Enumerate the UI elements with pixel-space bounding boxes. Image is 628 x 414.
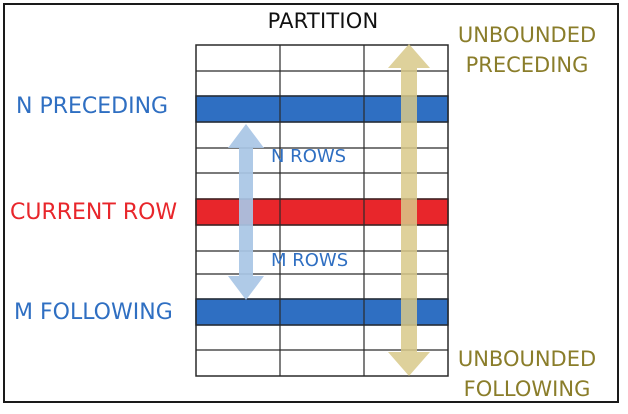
unbounded-preceding-line2: PRECEDING (465, 53, 589, 77)
m-following-label: M FOLLOWING (14, 300, 173, 325)
unbounded-following-label: UNBOUNDED FOLLOWING (448, 344, 606, 404)
grid-border (195, 44, 449, 377)
n-m-rows-arrow (228, 124, 264, 300)
unbounded-arrow (388, 44, 430, 376)
unbounded-preceding-line1: UNBOUNDED (457, 23, 597, 47)
n-preceding-label: N PRECEDING (16, 94, 169, 119)
unbounded-following-line2: FOLLOWING (463, 377, 591, 401)
unbounded-preceding-label: UNBOUNDED PRECEDING (448, 20, 606, 80)
partition-title: PARTITION (267, 9, 379, 33)
n-rows-label: N ROWS (271, 146, 347, 167)
unbounded-following-line1: UNBOUNDED (457, 347, 597, 371)
current-row-label: CURRENT ROW (10, 200, 178, 225)
m-rows-label: M ROWS (271, 250, 349, 271)
